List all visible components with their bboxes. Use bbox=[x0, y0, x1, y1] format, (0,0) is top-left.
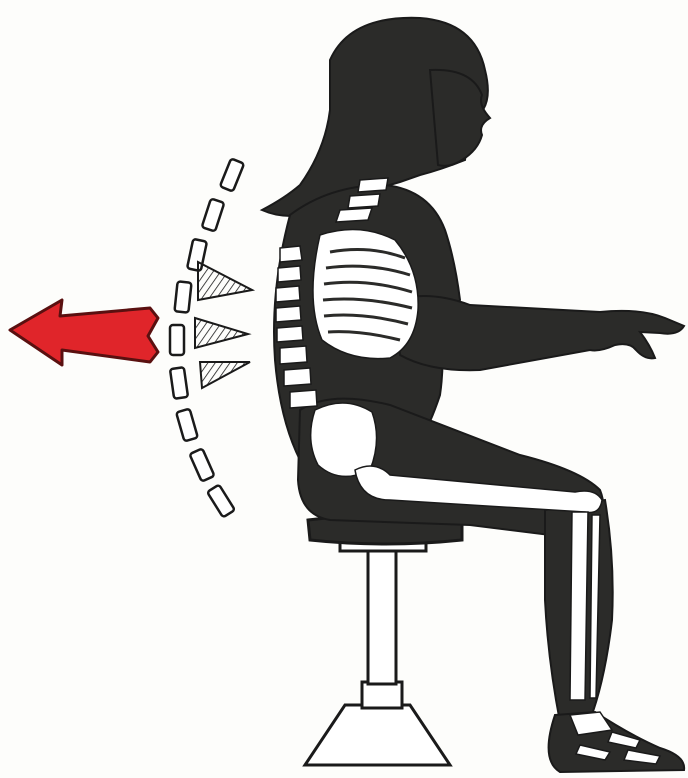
left-arrow-icon bbox=[10, 300, 158, 365]
stool-collar bbox=[362, 682, 402, 708]
stool-post bbox=[368, 548, 396, 684]
pressure-wedge-bottom bbox=[200, 362, 250, 388]
pressure-wedge-top bbox=[198, 262, 252, 300]
stool-base bbox=[305, 705, 450, 765]
arm bbox=[395, 296, 684, 370]
person-silhouette bbox=[262, 18, 684, 772]
pressure-wedge-middle bbox=[195, 318, 248, 348]
stool bbox=[305, 515, 462, 765]
hatched-triangle-icon bbox=[195, 262, 252, 388]
tibia bbox=[570, 512, 588, 700]
pelvis bbox=[311, 403, 377, 476]
